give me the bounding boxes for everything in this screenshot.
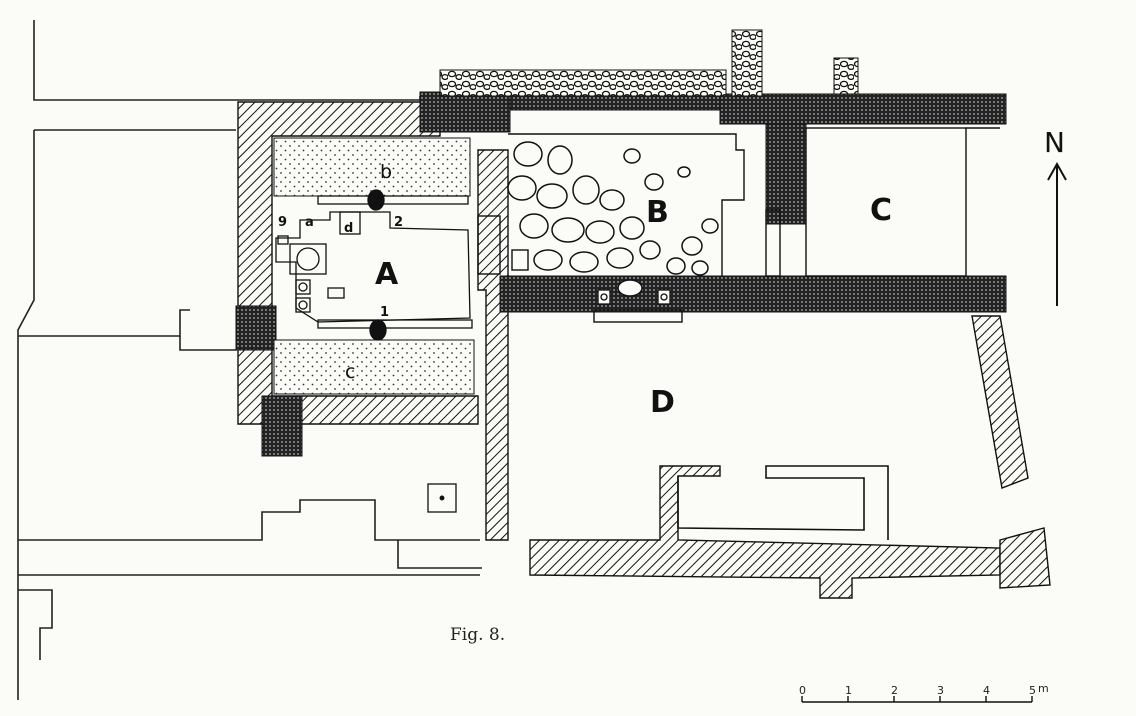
scale-unit: m (1038, 682, 1049, 695)
feature-label-d: d (344, 221, 353, 236)
wall-niches (427, 289, 671, 513)
scale-tick-2: 2 (891, 684, 898, 697)
north-arrow: N (1044, 126, 1067, 306)
figure-caption: Fig. 8. (450, 625, 505, 645)
gridded-walls (235, 91, 1007, 457)
partition-walls-d (677, 465, 889, 540)
scale-bar: 0 1 2 3 4 5 m (799, 682, 1049, 703)
area-label-c: c (345, 361, 355, 383)
rubble-walls (439, 29, 859, 97)
scale-tick-3: 3 (937, 684, 944, 697)
scale-tick-1: 1 (845, 684, 852, 697)
feature-label-1: 1 (380, 305, 389, 320)
room-c-walls (765, 127, 1000, 277)
hatched-walls (237, 101, 1051, 599)
area-b (273, 137, 471, 197)
room-label-b: B (646, 195, 669, 230)
area-c (273, 339, 475, 395)
feature-label-2: 2 (394, 215, 403, 230)
room-label-a: A (375, 257, 399, 292)
feature-label-a: a (305, 215, 314, 230)
room-label-c: C (870, 193, 892, 228)
room-b-walls (477, 133, 745, 323)
scale-tick-4: 4 (983, 684, 990, 697)
north-label: N (1044, 126, 1065, 159)
scale-tick-5: 5 (1029, 684, 1036, 697)
feature-label-9: 9 (278, 215, 287, 230)
area-label-b: b (380, 161, 392, 183)
scale-tick-0: 0 (799, 684, 806, 697)
room-a-features (275, 189, 473, 341)
room-b-stones (507, 141, 719, 297)
room-label-d: D (650, 385, 675, 420)
